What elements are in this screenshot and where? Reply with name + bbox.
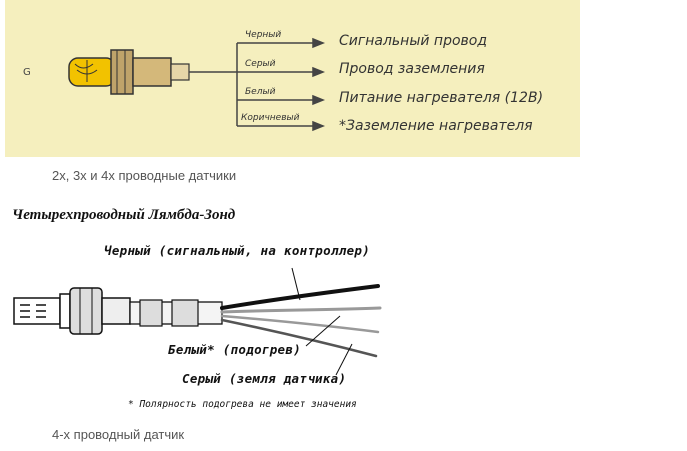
- wire-desc-ground: Провод заземления: [339, 61, 485, 77]
- sensor-body: [132, 57, 172, 87]
- connector-label: G: [23, 67, 31, 78]
- label-gray-wire: Серый (земля датчика): [182, 371, 347, 386]
- wire-desc-heater-power: Питание нагревателя (12В): [339, 90, 544, 106]
- caption-diagram1: 2х, 3х и 4х проводные датчики: [52, 168, 237, 183]
- caption-diagram2: 4-х проводный датчик: [52, 427, 185, 442]
- diagram2-title: Четырехпроводный Лямбда-Зонд: [12, 207, 236, 223]
- polarity-note: * Полярность подогрева не имеет значения: [128, 399, 357, 410]
- wire-arrows: [237, 37, 326, 132]
- sensor-wire-diagram: [68, 37, 326, 132]
- sensor-wires: [220, 284, 382, 358]
- wire-diagram-panel: G Черный Серый Белый Коричневый Сигнальн…: [5, 0, 580, 157]
- label-black-wire: Черный (сигнальный, на контроллер): [104, 243, 371, 258]
- wire-name-gray: Серый: [245, 59, 276, 69]
- wire-desc-heater-ground: *Заземление нагревателя: [339, 118, 533, 134]
- wire-name-brown: Коричневый: [241, 113, 300, 123]
- wire-desc-signal: Сигнальный провод: [339, 33, 488, 49]
- label-white-wire: Белый* (подогрев): [168, 342, 302, 357]
- wire-name-black: Черный: [245, 30, 282, 40]
- sensor-nut: [110, 49, 134, 95]
- four-wire-sensor-drawing: [13, 267, 382, 376]
- sensor-tip: [68, 57, 116, 87]
- sensor-cable-boot: [170, 63, 190, 81]
- wire-name-white: Белый: [245, 87, 276, 97]
